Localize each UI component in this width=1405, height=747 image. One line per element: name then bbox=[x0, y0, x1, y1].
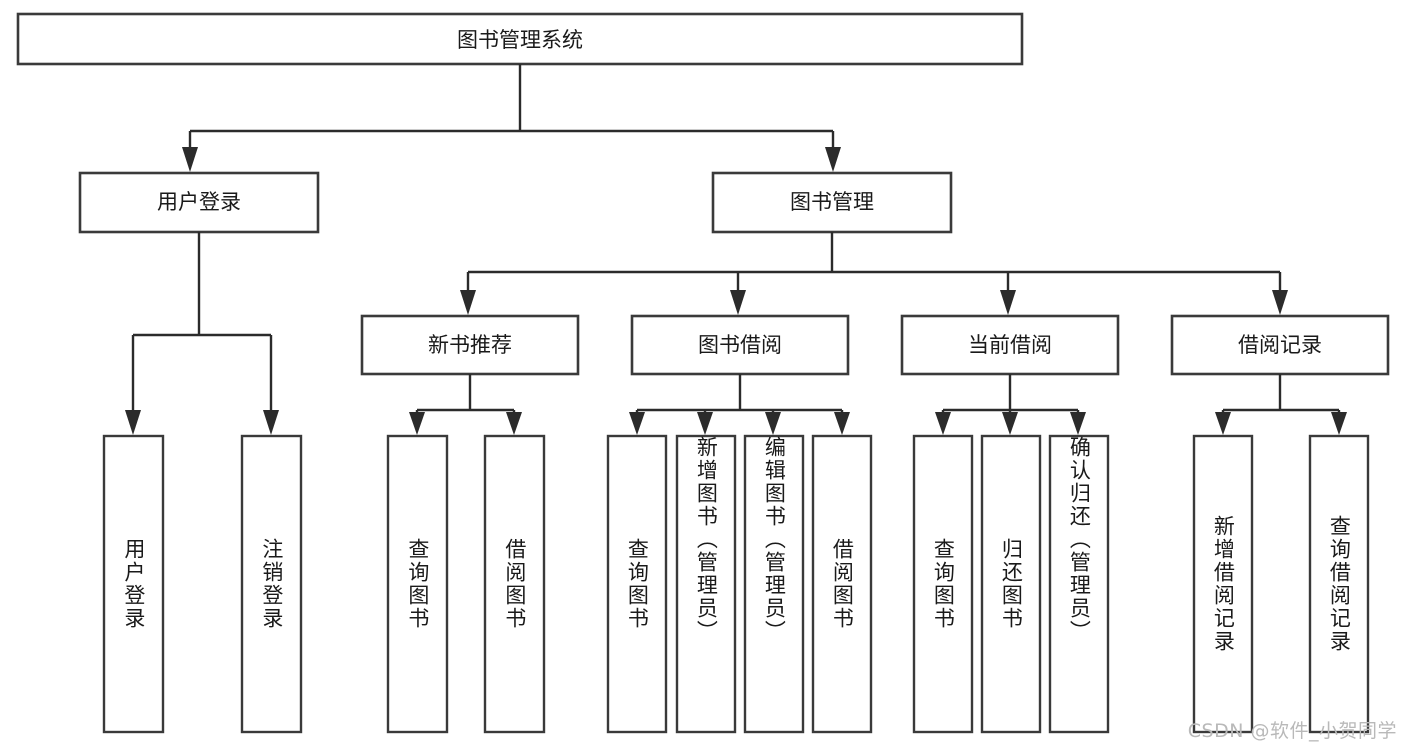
connector-new-book-rec-to-leaves bbox=[409, 374, 522, 435]
arrow-head-icon bbox=[1000, 290, 1016, 315]
node-book-manage-label: 图书管理 bbox=[790, 190, 874, 214]
connector-user-login-to-leaves bbox=[125, 232, 279, 435]
node-root[interactable]: 图书管理系统 bbox=[16, 12, 1024, 66]
connector-book-borrow-to-leaves bbox=[629, 374, 850, 435]
arrow-head-icon bbox=[1215, 412, 1231, 435]
watermark-text: CSDN @软件_小贺同学 bbox=[1187, 720, 1397, 742]
node-user-login-label: 用户登录 bbox=[157, 190, 241, 214]
arrow-head-icon bbox=[506, 412, 522, 435]
node-new-book-rec[interactable]: 新书推荐 bbox=[360, 314, 580, 376]
leaf-box-edit-book[interactable] bbox=[743, 434, 805, 734]
arrow-head-icon bbox=[730, 290, 746, 315]
node-book-manage[interactable]: 图书管理 bbox=[711, 171, 953, 234]
connector-borrow-record-to-leaves bbox=[1215, 374, 1347, 435]
leaf-box-query-book-2[interactable] bbox=[606, 434, 668, 734]
connector-root-to-level2 bbox=[182, 64, 841, 172]
arrow-head-icon bbox=[765, 412, 781, 435]
node-current-borrow-box bbox=[900, 314, 1120, 376]
arrow-head-icon bbox=[935, 412, 951, 435]
leaf-box-logout[interactable] bbox=[240, 434, 303, 734]
leaf-box-return-book[interactable] bbox=[980, 434, 1042, 734]
arrow-head-icon bbox=[1272, 290, 1288, 315]
node-user-login-box bbox=[78, 171, 320, 234]
arrow-head-icon bbox=[460, 290, 476, 315]
arrow-head-icon bbox=[825, 147, 841, 172]
connector-book-manage-to-level3 bbox=[460, 232, 1288, 315]
leaf-box-add-record[interactable] bbox=[1192, 434, 1254, 734]
arrow-head-icon bbox=[409, 412, 425, 435]
leaf-box-confirm-return[interactable] bbox=[1048, 434, 1110, 734]
arrow-head-icon bbox=[125, 410, 141, 435]
leaf-box-login[interactable] bbox=[102, 434, 165, 734]
node-new-book-rec-label: 新书推荐 bbox=[428, 333, 512, 357]
node-new-book-rec-box bbox=[360, 314, 580, 376]
arrow-head-icon bbox=[1002, 412, 1018, 435]
arrow-head-icon bbox=[629, 412, 645, 435]
arrow-head-icon bbox=[697, 412, 713, 435]
arrow-head-icon bbox=[1070, 412, 1086, 435]
arrow-head-icon bbox=[182, 147, 198, 172]
leaf-box-query-book-3[interactable] bbox=[912, 434, 974, 734]
arrow-head-icon bbox=[1331, 412, 1347, 435]
node-book-borrow[interactable]: 图书借阅 bbox=[630, 314, 850, 376]
connector-current-borrow-to-leaves bbox=[935, 374, 1086, 435]
node-root-label: 图书管理系统 bbox=[457, 28, 583, 52]
node-book-borrow-label: 图书借阅 bbox=[698, 333, 782, 357]
node-current-borrow[interactable]: 当前借阅 bbox=[900, 314, 1120, 376]
leaf-box-add-book[interactable] bbox=[675, 434, 737, 734]
leaf-box-query-book-1[interactable] bbox=[386, 434, 449, 734]
node-borrow-record-label: 借阅记录 bbox=[1238, 333, 1322, 357]
node-user-login[interactable]: 用户登录 bbox=[78, 171, 320, 234]
arrow-head-icon bbox=[263, 410, 279, 435]
node-borrow-record[interactable]: 借阅记录 bbox=[1170, 314, 1390, 376]
leaf-box-borrow-book-2[interactable] bbox=[811, 434, 873, 734]
leaf-box-borrow-book-1[interactable] bbox=[483, 434, 546, 734]
leaf-box-query-record[interactable] bbox=[1308, 434, 1370, 734]
node-root-box bbox=[16, 12, 1024, 66]
arrow-head-icon bbox=[834, 412, 850, 435]
node-current-borrow-label: 当前借阅 bbox=[968, 333, 1052, 357]
